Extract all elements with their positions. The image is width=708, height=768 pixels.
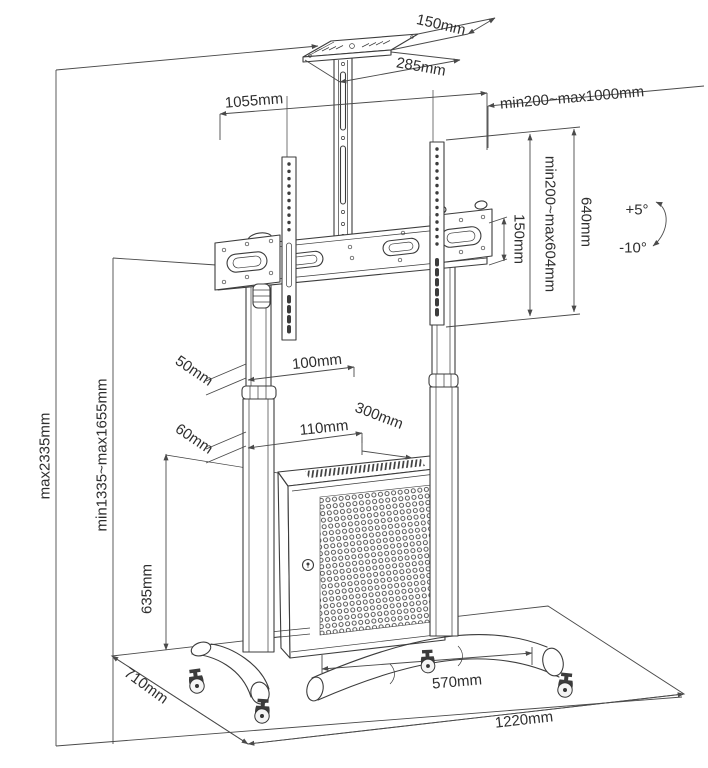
- dim-label-crossbar-height: 150mm: [511, 214, 528, 264]
- mid-dimension-lines: [205, 363, 413, 464]
- caster-back-left: [186, 667, 206, 695]
- bottom-dimension-lines: [111, 655, 685, 746]
- adjustment-knob: [252, 283, 271, 309]
- cabinet-perforated-door: [319, 484, 433, 636]
- dim-label-max-total-height: max2335mm: [37, 413, 54, 500]
- vesa-bracket-strips: [281, 90, 445, 341]
- dim-label-center-height-range: min1335~max1655mm: [94, 379, 111, 532]
- dim-label-lower-column-depth: 60mm: [172, 420, 216, 457]
- dim-label-bracket-height: 640mm: [578, 197, 595, 247]
- dim-label-shelf-width: 285mm: [395, 54, 447, 79]
- cabinet-lock-icon: [301, 558, 315, 572]
- cabinet-vent-slots: [305, 459, 425, 478]
- dim-label-lower-column-width: 110mm: [299, 417, 349, 439]
- caster-front-right: [556, 671, 575, 699]
- dim-label-inner-track-width: 570mm: [431, 671, 482, 692]
- dim-label-upper-column-depth: 50mm: [172, 352, 216, 389]
- dim-label-tv-width-range: min200~max1000mm: [499, 83, 645, 113]
- dim-label-shelf-depth: 150mm: [415, 11, 468, 39]
- upper-dimension-lines: [219, 17, 705, 150]
- dim-label-base-depth: 710mm: [121, 664, 171, 707]
- dimension-labels: 150mm 285mm 1055mm min200~max1000mm min2…: [37, 11, 649, 732]
- dim-label-vesa-height-range: min200~max604mm: [542, 156, 559, 292]
- tilt-up-label: +5°: [625, 202, 648, 219]
- tilt-down-label: -10°: [619, 240, 647, 257]
- caster-back-right: [419, 649, 436, 674]
- dim-label-crossbar-width: 1055mm: [224, 90, 284, 112]
- dim-label-upper-column-width: 100mm: [291, 351, 343, 373]
- right-dimension-lines: [445, 126, 667, 328]
- dim-label-cabinet-depth: 300mm: [353, 399, 406, 433]
- equipment-cabinet: [277, 455, 446, 659]
- tilt-arc-arrow: [652, 201, 667, 247]
- dim-label-cabinet-height: 635mm: [139, 564, 156, 614]
- dim-label-base-width: 1220mm: [494, 708, 554, 731]
- left-end-plate: [214, 234, 281, 291]
